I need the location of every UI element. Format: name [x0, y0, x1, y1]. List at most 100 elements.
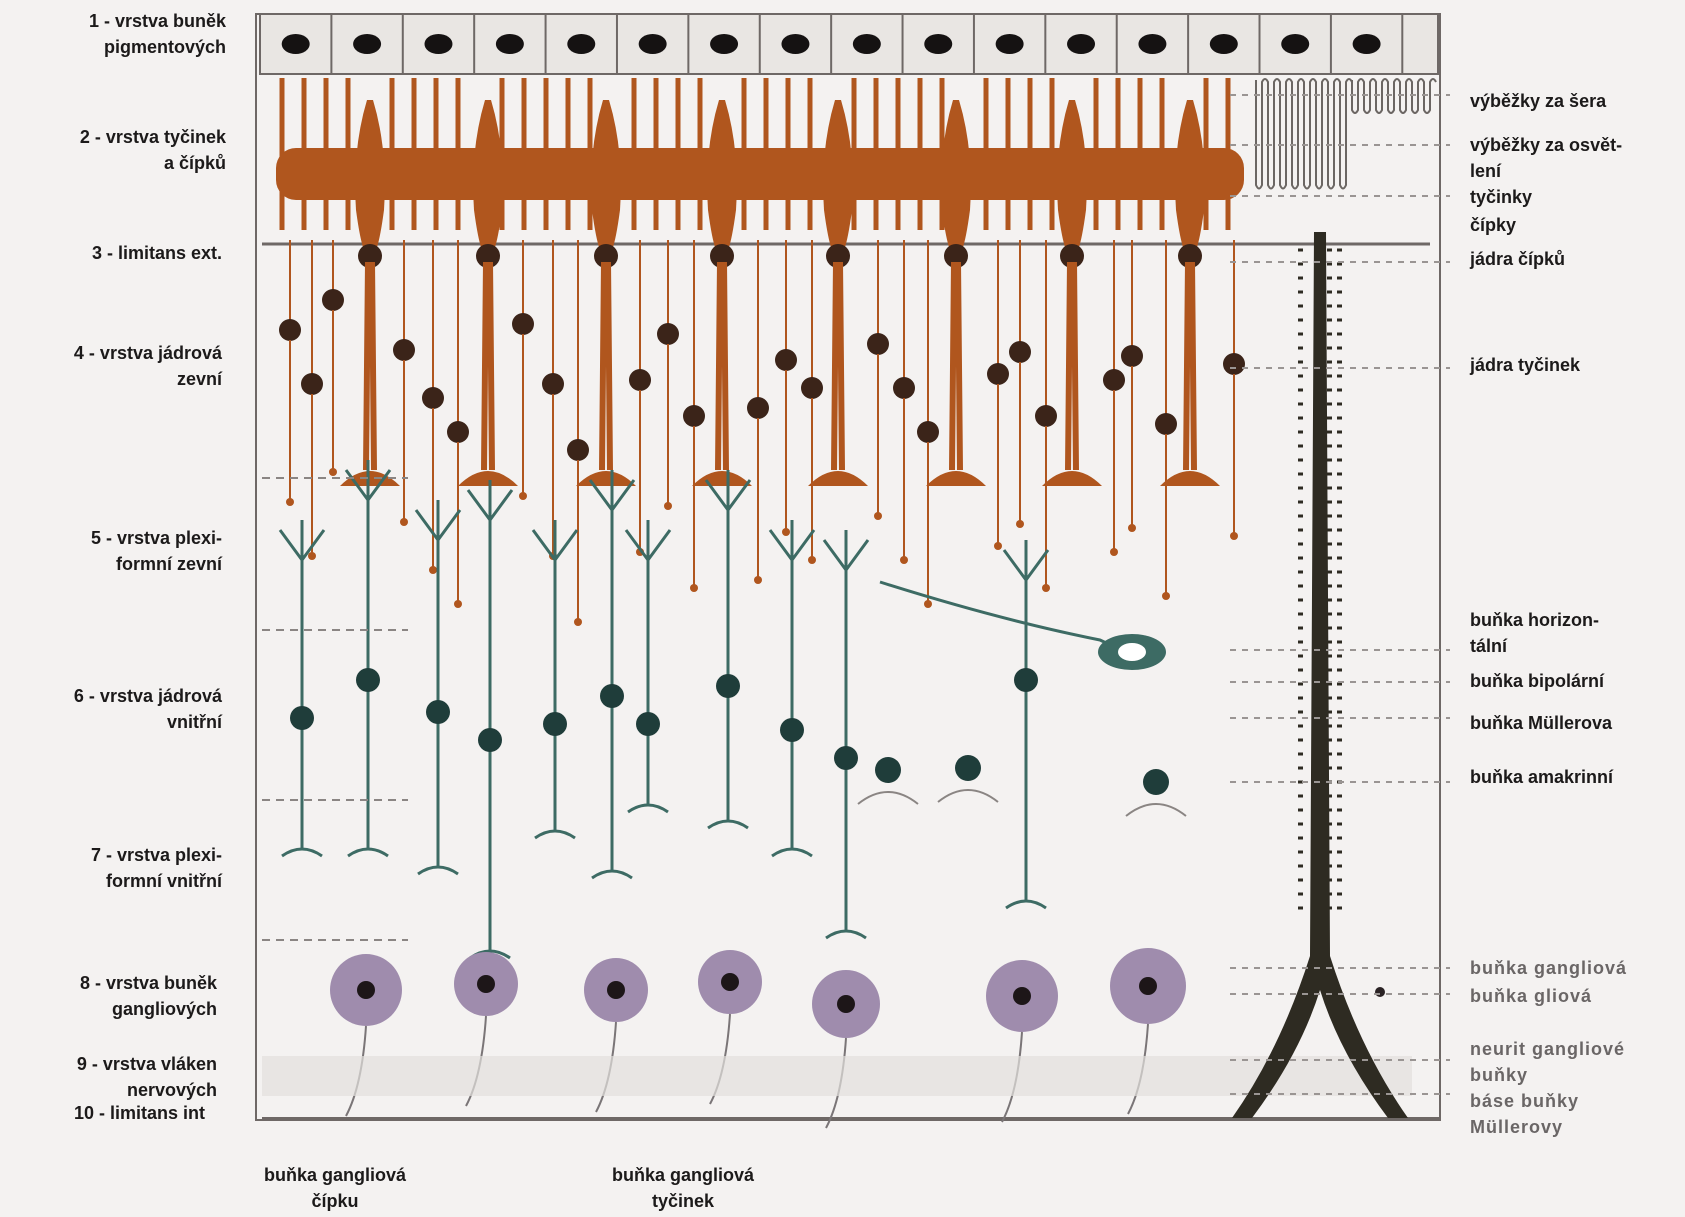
cone-inner-segment: [473, 100, 503, 250]
cone-axon: [715, 261, 729, 471]
label-ganglion-cell: buňka gangliová: [1470, 955, 1627, 981]
layer-1-label-line: pigmentových: [103, 37, 226, 57]
rod-nucleus: [512, 313, 534, 335]
cone-axon: [1183, 261, 1197, 471]
rod-spherule: [782, 528, 790, 536]
amacrine-process: [1125, 803, 1187, 817]
bipolar-dendrites: [768, 520, 816, 561]
cone-pedicle: [1160, 471, 1220, 486]
bipolar-dendrites: [414, 500, 462, 541]
pigment-cell-nucleus: [281, 34, 310, 54]
cone-inner-segment: [1175, 100, 1205, 250]
rod-nucleus: [1035, 405, 1057, 427]
rod-spherule: [308, 552, 316, 560]
label-rod-ganglion-line: buňka gangliová: [611, 1165, 755, 1185]
bipolar-nucleus: [834, 746, 858, 770]
pigment-cell-nucleus: [638, 34, 667, 54]
bipolar-dendrites: [344, 460, 392, 501]
rod-spherule: [400, 518, 408, 526]
layer-9-label-line: nervových: [126, 1080, 217, 1100]
cone-axon: [831, 261, 845, 471]
layer-9-label-line: 9 - vrstva vláken: [76, 1054, 217, 1074]
pigment-cell-nucleus: [852, 34, 881, 54]
amacrine-cell-body: [875, 757, 901, 783]
label-cone-nuclei-line: jádra čípků: [1470, 249, 1566, 269]
bipolar-terminal: [534, 829, 576, 840]
bipolar-nucleus: [636, 712, 660, 736]
layer-4-label-line: zevní: [176, 369, 222, 389]
nerve-fiber-layer: [262, 1056, 1412, 1096]
ganglion-cell-nucleus: [477, 975, 495, 993]
amacrine-cells: [857, 755, 1187, 817]
rod-nucleus: [393, 339, 415, 361]
ganglion-cell-nucleus: [721, 973, 739, 991]
rod-spherule: [286, 498, 294, 506]
ganglion-cell-nucleus: [607, 981, 625, 999]
label-cones-line: čípky: [1470, 215, 1517, 235]
rod-nucleus: [279, 319, 301, 341]
bipolar-terminal: [417, 865, 459, 876]
cone-pedicle: [808, 471, 868, 486]
cone-nucleus: [358, 244, 382, 268]
bipolar-terminal: [1005, 899, 1047, 910]
pigment-cell-nucleus: [995, 34, 1024, 54]
bipolar-nucleus: [478, 728, 502, 752]
amacrine-cell-body: [1143, 769, 1169, 795]
glial-cell: [1375, 987, 1385, 997]
pigment-cell-nucleus: [1067, 34, 1096, 54]
bipolar-dendrites: [588, 470, 636, 511]
rod-spherule: [329, 468, 337, 476]
label-outer-segments-light: výběžky za osvět-lení: [1470, 132, 1622, 184]
cone-inner-segment: [707, 100, 737, 250]
label-rods: tyčinky: [1470, 184, 1532, 210]
layer-6-label-line: vnitřní: [166, 712, 222, 732]
layer-7-label: 7 - vrstva plexi-formní vnitřní: [91, 842, 222, 894]
pigment-cell-nucleus: [924, 34, 953, 54]
amacrine-cell-body: [955, 755, 981, 781]
muller-cell-trunk: [1232, 232, 1408, 1118]
pigment-cell-nucleus: [353, 34, 382, 54]
rod-nucleus: [867, 333, 889, 355]
layer-8-label-line: gangliových: [111, 999, 217, 1019]
label-rods-line: tyčinky: [1470, 187, 1533, 207]
rod-spherule: [429, 566, 437, 574]
label-glial-cell-line: buňka gliová: [1470, 986, 1593, 1006]
rod-spherule: [519, 492, 527, 500]
bipolar-terminal: [347, 847, 389, 858]
pigment-epithelium-layer: [259, 13, 1439, 75]
bipolar-terminal: [825, 929, 867, 940]
bipolar-dendrites: [278, 520, 326, 561]
rod-spherule: [454, 600, 462, 608]
rod-spherule: [900, 556, 908, 564]
horizontal-cell-nucleus: [1118, 643, 1146, 661]
layer-2-label-line: a čípků: [163, 153, 226, 173]
rod-spherule: [1042, 584, 1050, 592]
bipolar-terminal: [707, 819, 749, 830]
rod-spherule: [1016, 520, 1024, 528]
rod-nucleus: [1103, 369, 1125, 391]
ganglion-cell-nucleus: [1013, 987, 1031, 1005]
bipolar-terminal: [771, 847, 813, 858]
horizontal-cell: [879, 580, 1166, 670]
label-outer-segments-light-line: lení: [1470, 161, 1502, 181]
label-muller-base-line: Müllerovy: [1470, 1117, 1564, 1137]
layer-5-label: 5 - vrstva plexi-formní zevní: [91, 525, 222, 577]
cone-axon: [1065, 261, 1079, 471]
light-adapted-outer-segments: [1255, 78, 1353, 190]
rod-nucleus: [1155, 413, 1177, 435]
rod-spherule: [1110, 548, 1118, 556]
rod-spherule: [664, 502, 672, 510]
cone-axon: [481, 261, 495, 471]
bipolar-nucleus: [356, 668, 380, 692]
ganglion-cell-nucleus: [1139, 977, 1157, 995]
bipolar-terminal: [627, 803, 669, 814]
pigment-cell-nucleus: [710, 34, 739, 54]
bipolar-nucleus: [780, 718, 804, 742]
bipolar-terminal: [281, 847, 323, 858]
pigment-cell-nucleus: [495, 34, 524, 54]
pigment-cell-nucleus: [1138, 34, 1167, 54]
cone-nucleus: [944, 244, 968, 268]
